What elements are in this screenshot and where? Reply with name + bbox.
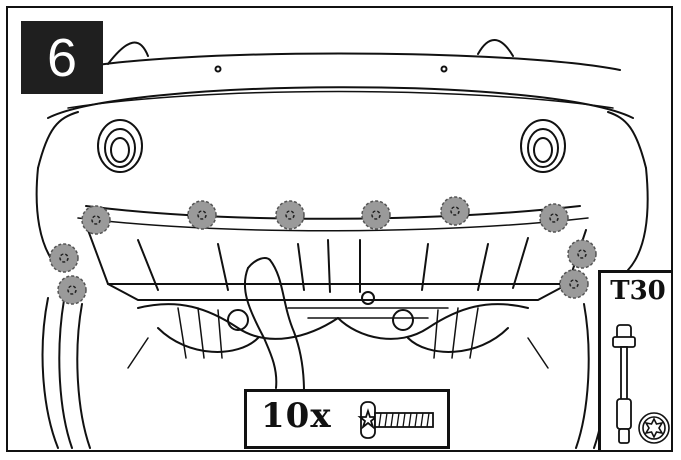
fastener-location-marker — [567, 239, 597, 269]
fastener-head — [91, 215, 101, 225]
fastener-quantity-callout: 10x — [244, 389, 450, 449]
fastener-head — [577, 249, 587, 259]
fastener-head — [549, 213, 559, 223]
step-number: 6 — [46, 27, 78, 88]
torx-star-icon — [638, 412, 670, 444]
fastener-location-marker — [81, 205, 111, 235]
fastener-location-marker — [440, 196, 470, 226]
fastener-head — [450, 206, 460, 216]
tool-size-label: T30 — [610, 276, 666, 306]
fastener-location-marker — [361, 200, 391, 230]
fastener-location-marker — [187, 200, 217, 230]
fastener-location-marker — [539, 203, 569, 233]
fastener-head — [59, 253, 69, 263]
fastener-location-marker — [559, 269, 589, 299]
torx-screw-icon — [357, 401, 434, 439]
fastener-head — [67, 285, 77, 295]
fastener-quantity-label: 10x — [261, 396, 332, 436]
fastener-location-marker — [275, 200, 305, 230]
fastener-location-marker — [49, 243, 79, 273]
tool-callout: T30 — [598, 270, 671, 450]
fastener-head — [569, 279, 579, 289]
fastener-head — [371, 210, 381, 220]
torx-socket-wrench-icon — [612, 324, 636, 444]
fastener-location-marker — [57, 275, 87, 305]
fastener-head — [285, 210, 295, 220]
step-number-badge: 6 — [21, 21, 103, 94]
instruction-frame: 6 10x T30 — [6, 6, 673, 452]
vehicle-rear-illustration — [35, 39, 649, 449]
fastener-head — [197, 210, 207, 220]
